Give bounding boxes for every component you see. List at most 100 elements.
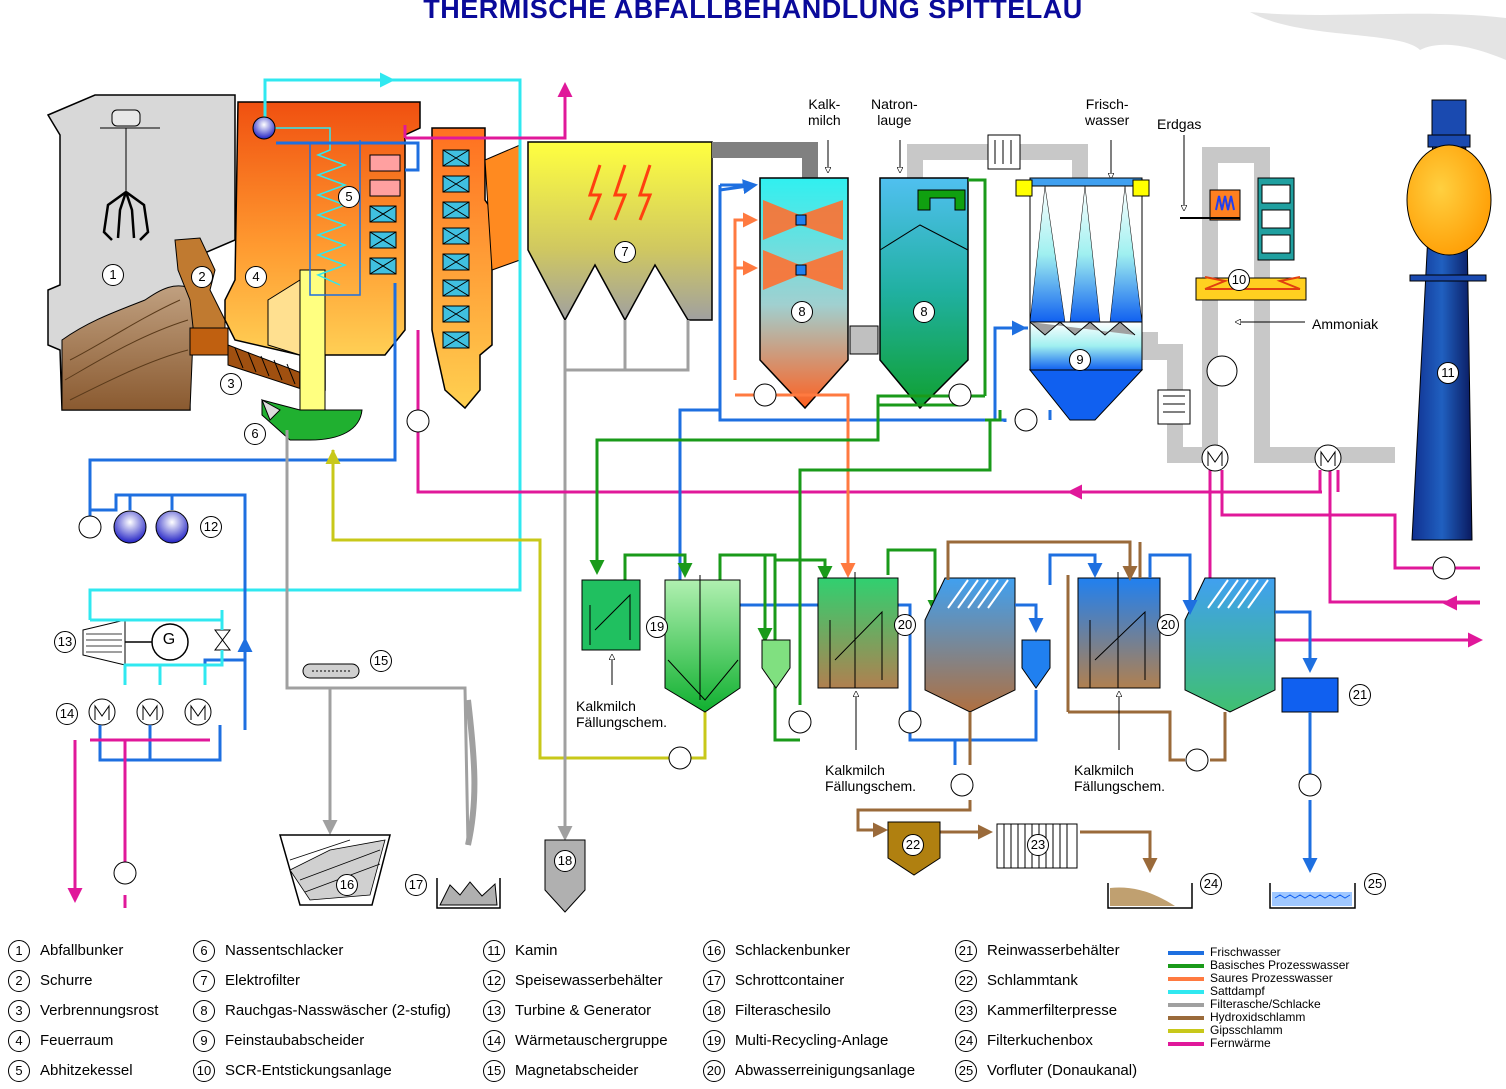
legend-number: 22 [955,970,977,993]
legend-number: 15 [483,1060,505,1083]
label-erdgas: Erdgas [1157,116,1202,132]
marker-20a: 20 [894,614,916,636]
smoke-plume [1250,12,1506,60]
legend-number: 19 [703,1030,725,1053]
legend-label: Vorfluter (Donaukanal) [987,1062,1138,1079]
marker-22: 22 [902,834,924,856]
legend-number: 23 [955,1000,977,1023]
stream-legend-item: Fernwärme [1168,1037,1271,1049]
legend-item-22: 22 Schlammtank [955,970,1078,993]
legend-label: Magnetabscheider [515,1062,639,1079]
legend-number: 10 [193,1060,215,1083]
elektrofilter [527,141,713,322]
marker-5: 5 [338,186,360,208]
stream-legend-item: Saures Prozesswasser [1168,972,1333,984]
stream-label: Fernwärme [1210,1036,1271,1050]
legend-number: 14 [483,1030,505,1053]
marker-21: 21 [1349,684,1371,706]
legend-number: 16 [703,940,725,963]
waescher-stufe-1 [759,177,849,410]
legend-label: Elektrofilter [225,972,301,989]
stream-swatch [1168,1015,1204,1020]
legend-number: 25 [955,1060,977,1083]
scr-anlage [1180,177,1307,301]
legend-label: Multi-Recycling-Anlage [735,1032,889,1049]
stream-swatch [1168,1002,1204,1007]
marker-19: 19 [646,616,668,638]
feinstaubabscheider [1015,177,1150,421]
marker-23: 23 [1027,834,1049,856]
legend-label: Kamin [515,942,558,959]
legend-label: Schurre [40,972,93,989]
legend-item-24: 24 Filterkuchenbox [955,1030,1093,1053]
stream-label: Filterasche/Schlacke [1210,997,1321,1011]
marker-2: 2 [191,266,213,288]
stream-legend-item: Gipsschlamm [1168,1024,1283,1036]
marker-20b: 20 [1157,614,1179,636]
stream-label: Sattdampf [1210,984,1265,998]
legend-number: 7 [193,970,215,993]
speisewasserbehaelter [113,510,189,544]
stream-legend-item: Filterasche/Schlacke [1168,998,1321,1010]
marker-15: 15 [370,650,392,672]
stream-swatch [1168,1028,1204,1033]
waescher-stufe-2 [879,177,969,410]
legend-item-7: 7 Elektrofilter [193,970,301,993]
legend-item-15: 15 Magnetabscheider [483,1060,639,1083]
stream-swatch [1168,976,1204,981]
stream-swatch [1168,950,1204,955]
legend-number: 4 [8,1030,30,1053]
legend-label: Speisewasserbehälter [515,972,663,989]
legend-number: 24 [955,1030,977,1053]
stream-swatch [1168,963,1204,968]
legend-label: Feuerraum [40,1032,114,1049]
legend-label: Verbrennungsrost [40,1002,159,1019]
marker-13: 13 [54,631,76,653]
legend-number: 5 [8,1060,30,1083]
legend-item-4: 4 Feuerraum [8,1030,114,1053]
magnetabscheider [302,663,360,679]
marker-9: 9 [1069,349,1091,371]
stream-label: Basisches Prozesswasser [1210,958,1350,972]
legend-number: 18 [703,1000,725,1023]
turbine-generator [82,619,231,666]
marker-7: 7 [614,241,636,263]
legend-label: Feinstaubabscheider [225,1032,365,1049]
legend-label: Reinwasserbehälter [987,942,1120,959]
legend-item-19: 19 Multi-Recycling-Anlage [703,1030,889,1053]
legend-label: Schlammtank [987,972,1078,989]
marker-24: 24 [1200,873,1222,895]
multi-recycling-anlage [581,575,791,713]
marker-4: 4 [245,266,267,288]
marker-16: 16 [336,874,358,896]
legend-label: Abwasserreinigungsanlage [735,1062,916,1079]
legend-label: Schlackenbunker [735,942,851,959]
marker-1: 1 [102,264,124,286]
legend-item-23: 23 Kammerfilterpresse [955,1000,1118,1023]
label-natronlauge: Natron- lauge [871,96,918,128]
legend-label: Kammerfilterpresse [987,1002,1118,1019]
legend-label: Abhitzekessel [40,1062,133,1079]
kamin [1406,99,1492,541]
legend-number: 1 [8,940,30,963]
label-kalkmilch-3: Kalkmilch Fällungschem. [1074,762,1166,794]
diagram-title: THERMISCHE ABFALLBEHANDLUNG SPITTELAU [423,0,1083,24]
marker-25: 25 [1364,873,1386,895]
marker-3: 3 [220,373,242,395]
legend-number: 13 [483,1000,505,1023]
vorfluter [1269,883,1356,909]
legend-label: Filterkuchenbox [987,1032,1093,1049]
generator-label: G [162,631,176,648]
stream-legend-item: Sattdampf [1168,985,1265,997]
heat-exchangers-district [1201,444,1342,472]
